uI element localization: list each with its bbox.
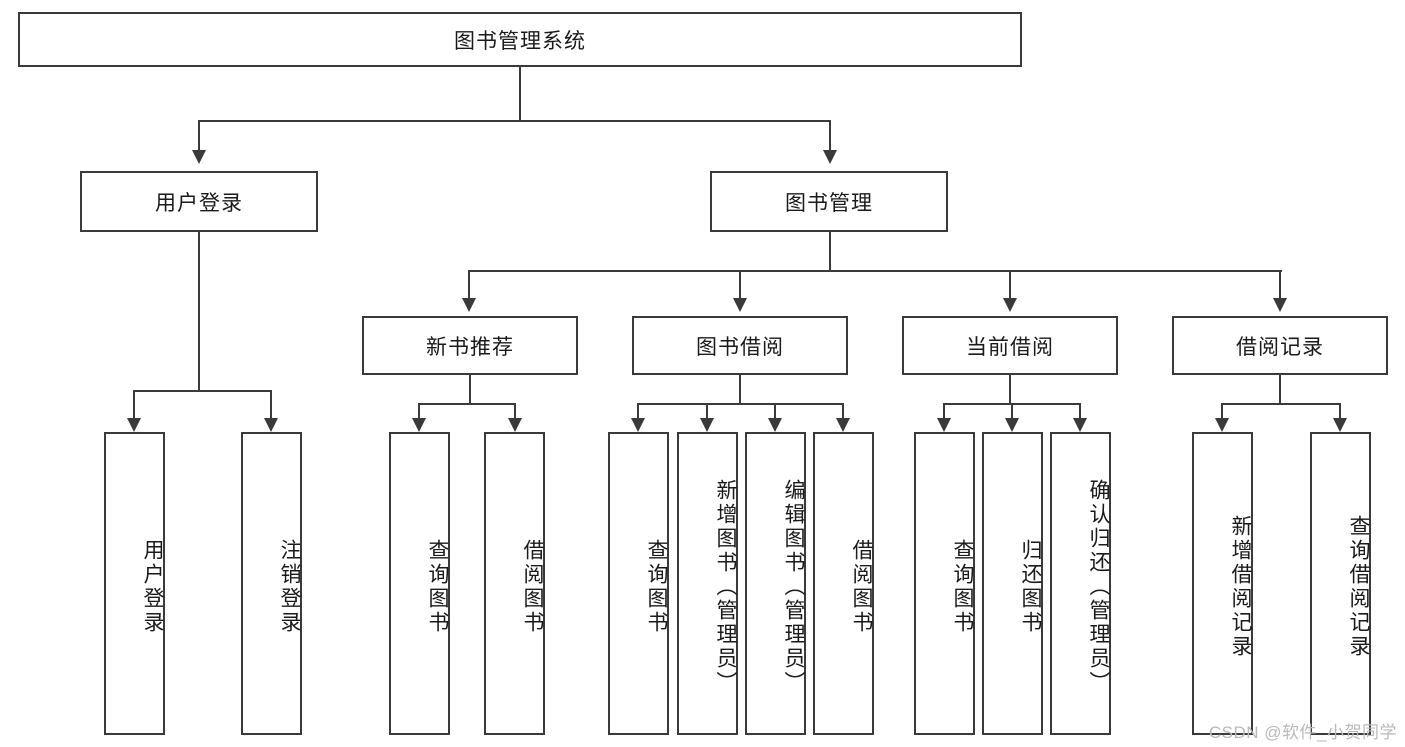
leaf-borrow-book[interactable]: 借阅图书 [813,432,874,735]
leaf-query-book-borrow[interactable]: 查询图书 [608,432,669,735]
leaf-return-book-label: 归还图书 [1019,538,1042,635]
node-book-borrow-label: 图书借阅 [696,335,784,359]
leaf-borrow-book-label: 借阅图书 [850,538,873,635]
leaf-logout-label: 注销登录 [278,538,301,635]
arrowhead-newbooks-to-leaf1 [412,418,426,432]
edge-newbooks-stem [469,375,471,405]
edge-login-to-leaf2 [270,390,272,418]
leaf-add-borrow-record-label: 新增借阅记录 [1229,514,1252,659]
edge-bookmgmt-to-newbooks [468,270,470,298]
arrowhead-root-to-bookmgmt [823,150,837,164]
edge-login-to-leaf1 [133,390,135,418]
node-book-borrow[interactable]: 图书借阅 [632,316,848,375]
leaf-borrow-book-newbooks[interactable]: 借阅图书 [484,432,545,735]
leaf-query-book-newbooks-label: 查询图书 [426,538,449,635]
edge-newbooks-bus [418,403,516,405]
arrowhead-current-to-leaf3 [1073,418,1087,432]
node-root-label: 图书管理系统 [454,29,586,53]
leaf-query-borrow-record-label: 查询借阅记录 [1347,514,1370,659]
edge-borrow-to-leaf2 [706,403,708,418]
arrowhead-bookmgmt-to-current [1003,298,1017,312]
edge-login-bus [133,390,271,392]
edge-current-to-leaf3 [1079,403,1081,418]
leaf-logout[interactable]: 注销登录 [241,432,302,735]
leaf-return-book[interactable]: 归还图书 [982,432,1043,735]
edge-root-to-bookmgmt [829,120,831,150]
arrowhead-borrow-to-leaf4 [836,418,850,432]
node-current-borrow[interactable]: 当前借阅 [902,316,1118,375]
leaf-query-borrow-record[interactable]: 查询借阅记录 [1310,432,1371,735]
edge-root-to-login [198,120,200,150]
leaf-edit-book-admin[interactable]: 编辑图书（管理员） [745,432,806,735]
edge-borrow-stem [739,375,741,405]
edge-bookmgmt-to-records [1279,270,1281,298]
node-borrow-records[interactable]: 借阅记录 [1172,316,1388,375]
arrowhead-login-to-leaf1 [127,418,141,432]
edge-records-to-leaf1 [1221,403,1223,418]
leaf-query-book-current[interactable]: 查询图书 [914,432,975,735]
node-new-book-recommend[interactable]: 新书推荐 [362,316,578,375]
leaf-add-borrow-record[interactable]: 新增借阅记录 [1192,432,1253,735]
node-root[interactable]: 图书管理系统 [18,12,1022,67]
edge-login-stem [198,232,200,392]
leaf-borrow-book-newbooks-label: 借阅图书 [521,538,544,635]
edge-records-bus [1221,403,1340,405]
node-borrow-records-label: 借阅记录 [1236,335,1324,359]
edge-records-to-leaf2 [1339,403,1341,418]
node-book-management-label: 图书管理 [785,191,873,215]
edge-current-to-leaf2 [1011,403,1013,418]
leaf-user-login[interactable]: 用户登录 [104,432,165,735]
leaf-query-book-borrow-label: 查询图书 [645,538,668,635]
arrowhead-bookmgmt-to-borrow [733,298,747,312]
edge-bookmgmt-stem [829,232,831,272]
node-new-book-recommend-label: 新书推荐 [426,335,514,359]
edge-root-bus [198,120,830,122]
edge-records-stem [1279,375,1281,405]
edge-bookmgmt-to-borrow [739,270,741,298]
edge-newbooks-to-leaf2 [514,403,516,418]
edge-borrow-bus [637,403,843,405]
leaf-confirm-return-admin-label: 确认归还（管理员） [1087,478,1110,695]
edge-borrow-to-leaf3 [774,403,776,418]
arrowhead-bookmgmt-to-newbooks [462,298,476,312]
edge-borrow-to-leaf4 [842,403,844,418]
node-user-login-label: 用户登录 [155,191,243,215]
leaf-add-book-admin-label: 新增图书（管理员） [714,478,737,695]
leaf-add-book-admin[interactable]: 新增图书（管理员） [677,432,738,735]
arrowhead-borrow-to-leaf1 [631,418,645,432]
leaf-query-book-current-label: 查询图书 [951,538,974,635]
arrowhead-root-to-login [192,150,206,164]
arrowhead-current-to-leaf1 [937,418,951,432]
edge-bookmgmt-to-current [1009,270,1011,298]
arrowhead-records-to-leaf2 [1333,418,1347,432]
node-current-borrow-label: 当前借阅 [966,335,1054,359]
edge-current-stem [1009,375,1011,405]
leaf-user-login-label: 用户登录 [141,538,164,635]
edge-borrow-to-leaf1 [637,403,639,418]
arrowhead-records-to-leaf1 [1215,418,1229,432]
leaf-query-book-newbooks[interactable]: 查询图书 [389,432,450,735]
edge-newbooks-to-leaf1 [418,403,420,418]
arrowhead-borrow-to-leaf2 [700,418,714,432]
leaf-confirm-return-admin[interactable]: 确认归还（管理员） [1050,432,1111,735]
edge-current-to-leaf1 [943,403,945,418]
edge-bookmgmt-bus [468,270,1282,272]
arrowhead-borrow-to-leaf3 [768,418,782,432]
arrowhead-newbooks-to-leaf2 [508,418,522,432]
leaf-edit-book-admin-label: 编辑图书（管理员） [782,478,805,695]
arrowhead-bookmgmt-to-records [1273,298,1287,312]
arrowhead-current-to-leaf2 [1005,418,1019,432]
node-user-login[interactable]: 用户登录 [80,171,318,232]
edge-root-stem [519,67,521,121]
arrowhead-login-to-leaf2 [264,418,278,432]
node-book-management[interactable]: 图书管理 [710,171,948,232]
